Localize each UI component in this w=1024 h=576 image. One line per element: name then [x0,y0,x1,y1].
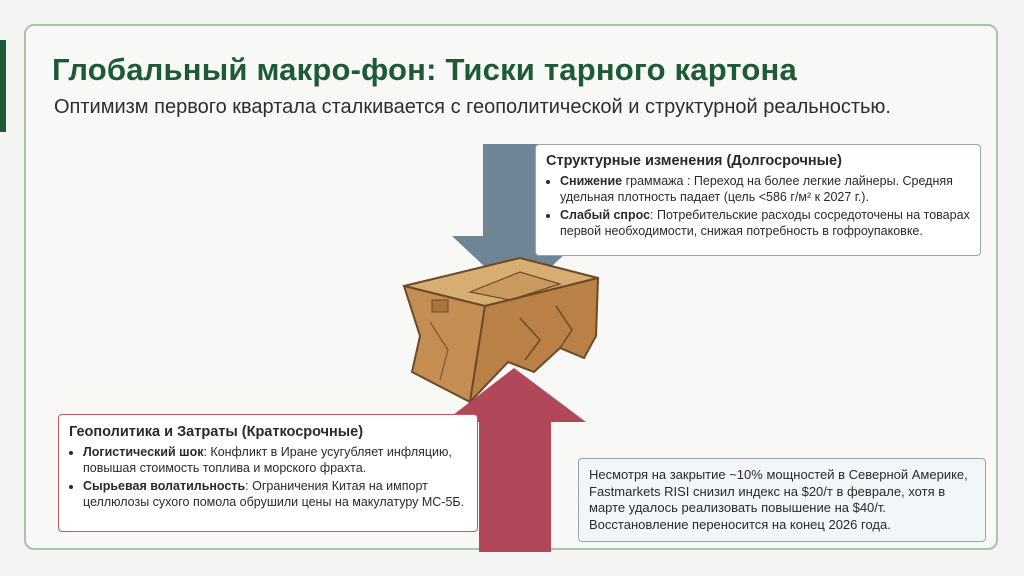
structural-heading: Структурные изменения (Долгосрочные) [546,153,842,169]
market-note-box: Несмотря на закрытие ~10% мощностей в Се… [578,458,986,542]
market-note-text: Несмотря на закрытие ~10% мощностей в Се… [589,467,968,532]
crushed-box-icon [402,256,600,406]
structural-changes-box: Структурные изменения (Долгосрочные) Сни… [535,144,981,256]
page-title: Глобальный макро-фон: Тиски тарного карт… [52,52,797,87]
list-item: Логистический шок: Конфликт в Иране усуг… [83,444,467,476]
list-item: Сырьевая волатильность: Ограничения Кита… [83,478,467,510]
up-arrow-icon [444,368,586,552]
geopolitics-box: Геополитика и Затраты (Краткосрочные) Ло… [58,414,478,532]
list-item: Слабый спрос: Потребительские расходы со… [560,207,970,239]
geopolitics-heading: Геополитика и Затраты (Краткосрочные) [69,424,364,440]
list-item: Снижение граммажа : Переход на более лег… [560,173,970,205]
page-subtitle: Оптимизм первого квартала сталкивается с… [54,96,891,118]
accent-bar [0,40,6,132]
